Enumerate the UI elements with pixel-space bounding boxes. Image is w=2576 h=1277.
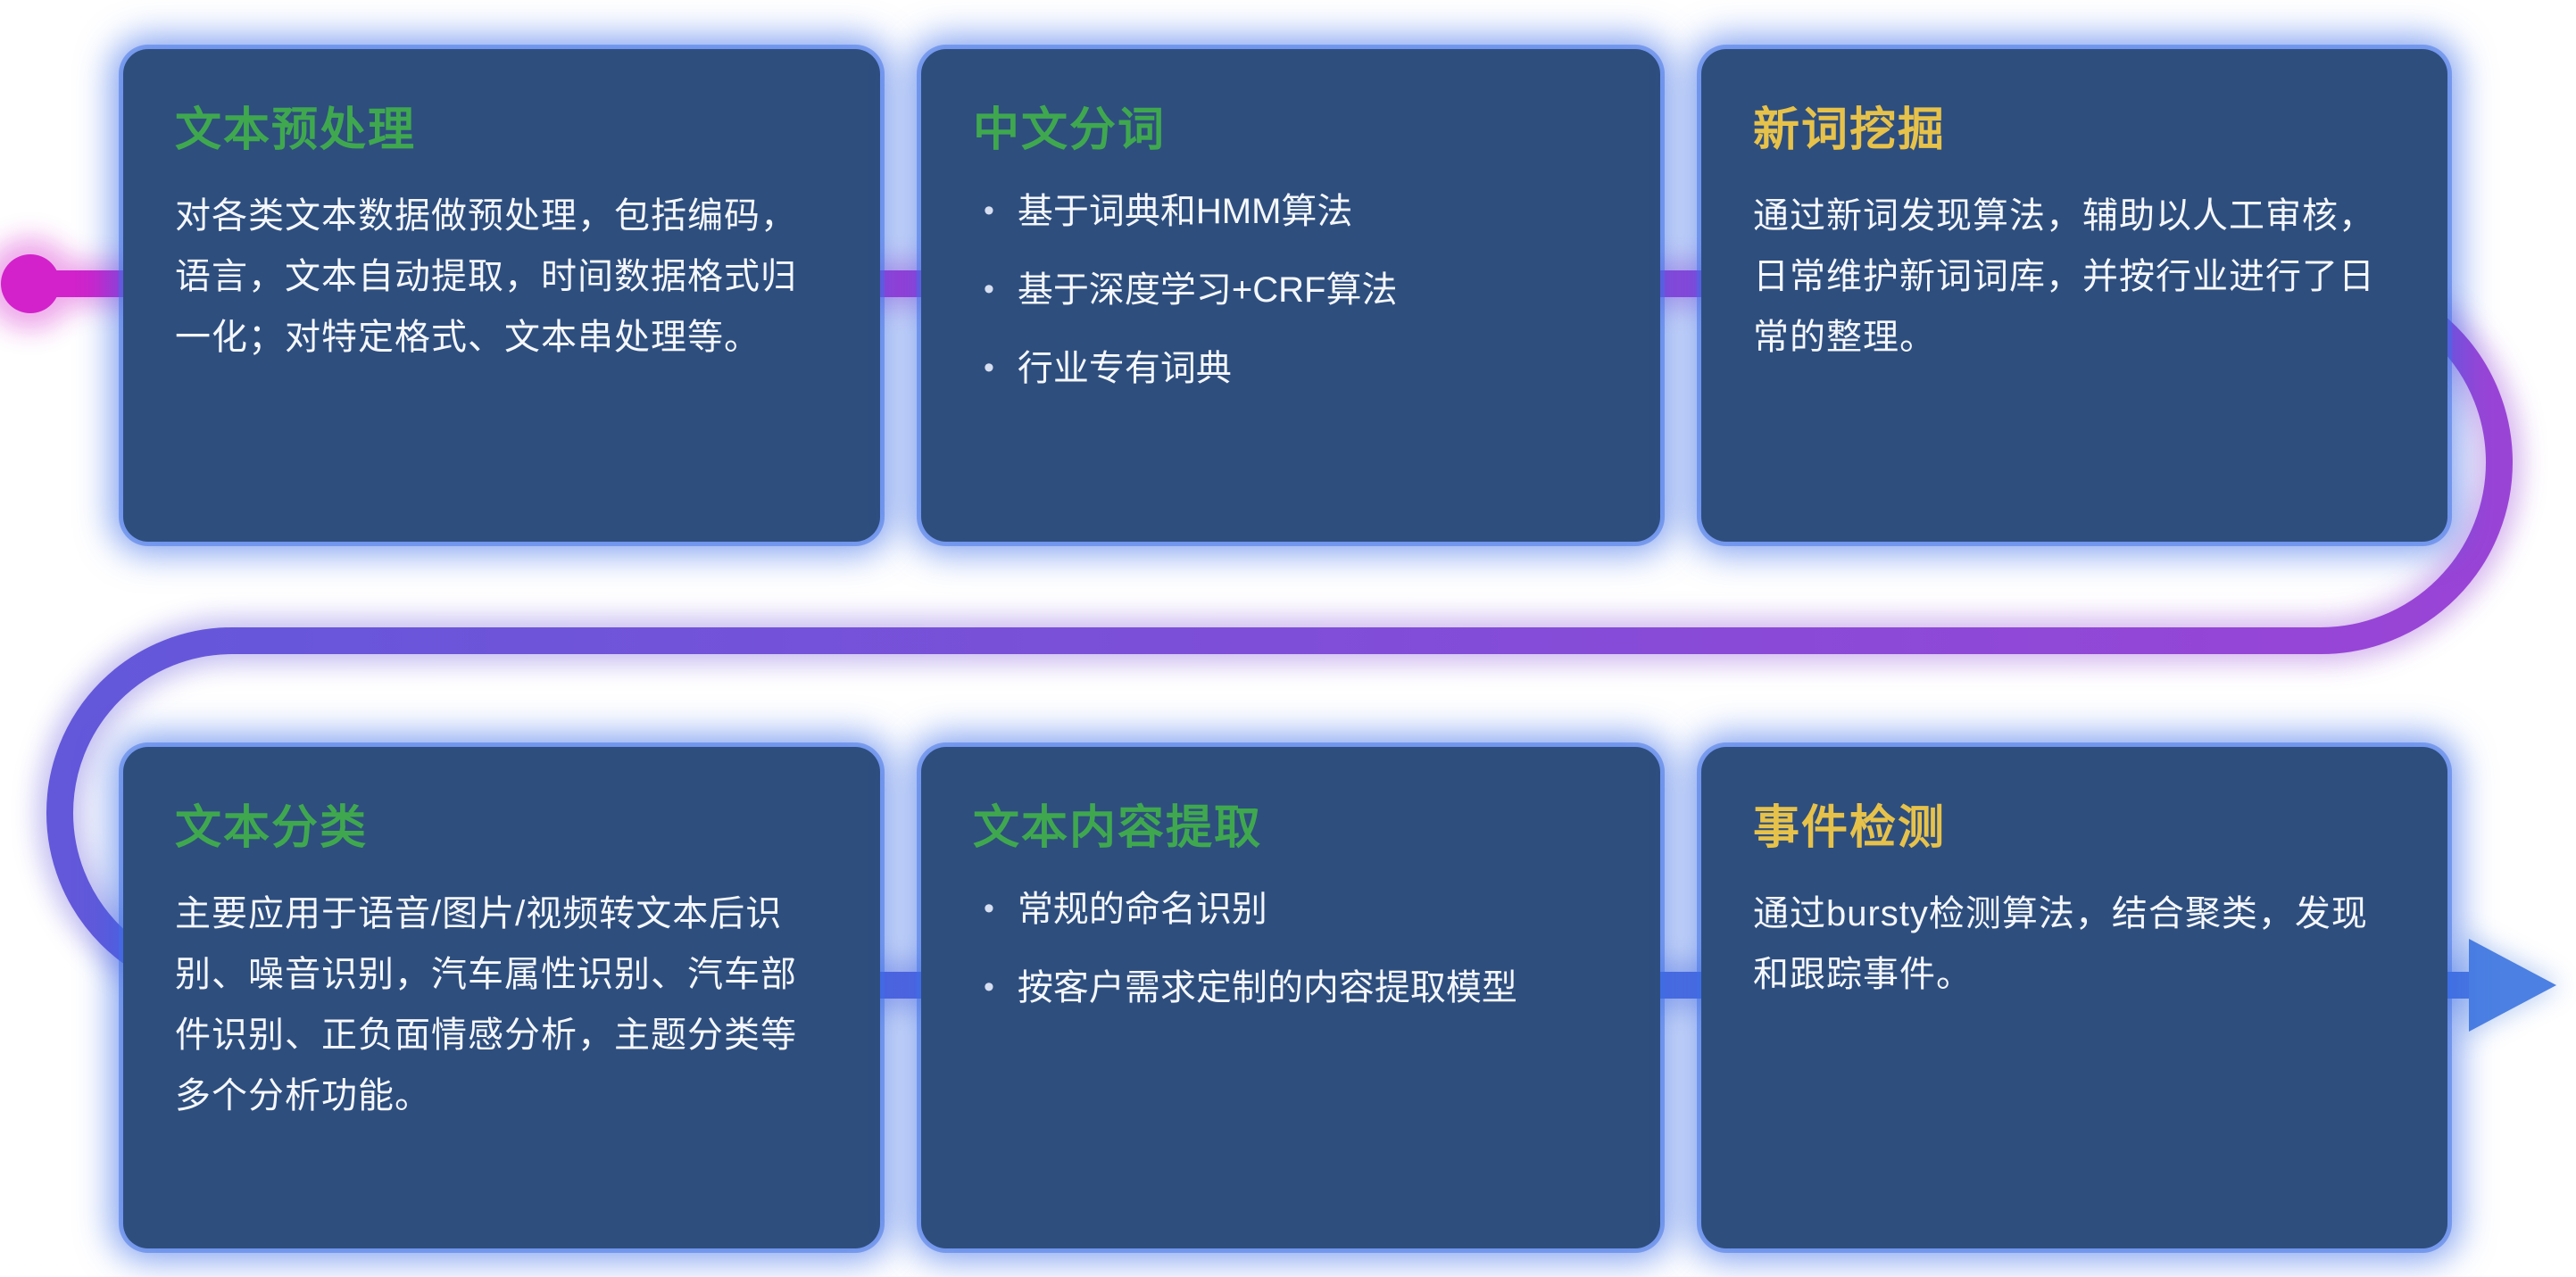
bullet-icon: • (984, 970, 994, 1004)
card-body: 通过bursty检测算法，结合聚类，发现和跟踪事件。 (1753, 894, 2368, 994)
card-title: 文本分类 (175, 802, 369, 854)
bullet-icon: • (984, 194, 994, 228)
list-item: • 行业专有词典 (984, 343, 1608, 394)
bullet-icon: • (984, 891, 994, 925)
card-title: 文本预处理 (175, 104, 417, 156)
flow-arrow-icon (2469, 939, 2556, 1032)
card-chinese-word-segmentation: 中文分词 • 基于词典和HMM算法 • 基于深度学习+CRF算法 • 行业专有词… (921, 49, 1660, 542)
card-new-word-mining: 新词挖掘 通过新词发现算法，辅助以人工审核，日常维护新词词库，并按行业进行了日常… (1701, 49, 2447, 542)
card-body: 对各类文本数据做预处理，包括编码，语言，文本自动提取，时间数据格式归一化；对特定… (175, 196, 797, 357)
list-item: • 基于词典和HMM算法 (984, 186, 1608, 237)
bullet-text: 行业专有词典 (1017, 349, 1232, 388)
card-text-content-extraction: 文本内容提取 • 常规的命名识别 • 按客户需求定制的内容提取模型 (921, 747, 1660, 1248)
card-title: 事件检测 (1753, 802, 1947, 854)
list-item: • 按客户需求定制的内容提取模型 (984, 962, 1608, 1014)
card-event-detection: 事件检测 通过bursty检测算法，结合聚类，发现和跟踪事件。 (1701, 747, 2447, 1248)
card-body: 通过新词发现算法，辅助以人工审核，日常维护新词词库，并按行业进行了日常的整理。 (1753, 196, 2375, 357)
card-title: 文本内容提取 (973, 802, 1263, 854)
list-item: • 基于深度学习+CRF算法 (984, 264, 1608, 316)
card-title: 中文分词 (973, 104, 1167, 156)
card-bullet-list: • 常规的命名识别 • 按客户需求定制的内容提取模型 (973, 883, 1608, 1014)
bullet-text: 基于深度学习+CRF算法 (1017, 270, 1398, 310)
list-item: • 常规的命名识别 (984, 883, 1608, 935)
card-bullet-list: • 基于词典和HMM算法 • 基于深度学习+CRF算法 • 行业专有词典 (973, 186, 1608, 394)
flow-start-dot-icon (1, 254, 60, 313)
bullet-icon: • (984, 272, 994, 306)
bullet-text: 基于词典和HMM算法 (1017, 192, 1353, 231)
card-text-classification: 文本分类 主要应用于语音/图片/视频转文本后识别、噪音识别，汽车属性识别、汽车部… (123, 747, 880, 1248)
card-title: 新词挖掘 (1753, 104, 1947, 156)
card-body: 主要应用于语音/图片/视频转文本后识别、噪音识别，汽车属性识别、汽车部件识别、正… (175, 894, 797, 1115)
card-text-preprocessing: 文本预处理 对各类文本数据做预处理，包括编码，语言，文本自动提取，时间数据格式归… (123, 49, 880, 542)
bullet-text: 按客户需求定制的内容提取模型 (1017, 968, 1517, 1008)
bullet-text: 常规的命名识别 (1017, 890, 1267, 929)
bullet-icon: • (984, 351, 994, 385)
